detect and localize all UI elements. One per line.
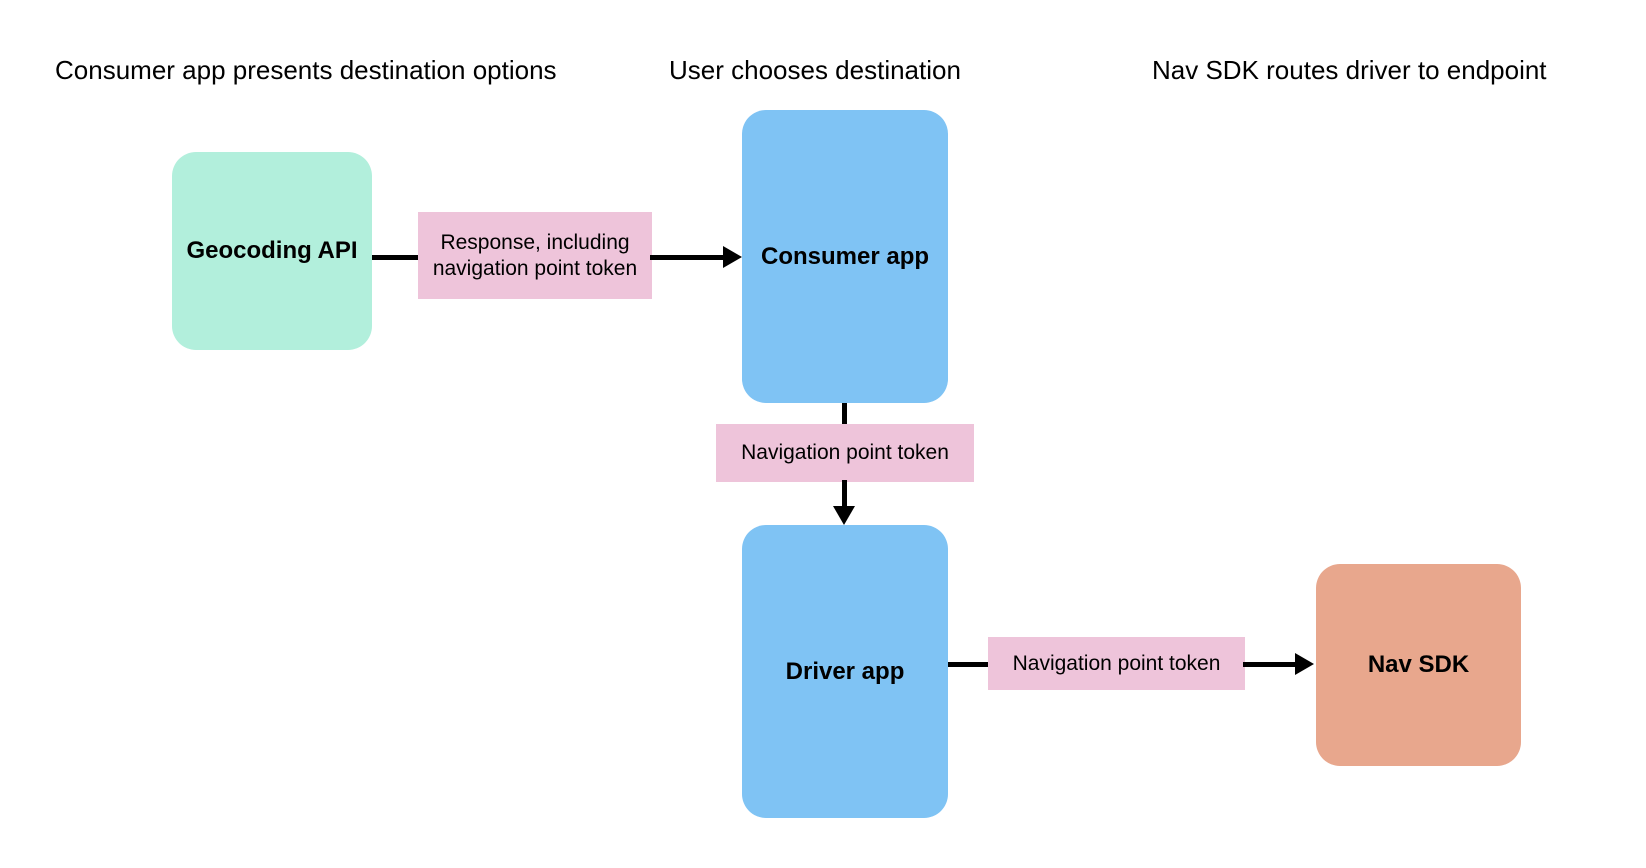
column-header-consumer-app-presents: Consumer app presents destination option…: [55, 55, 557, 85]
edge-label-response-including-navigation-point-token: Response, including navigation point tok…: [418, 212, 652, 299]
edge-label-response-text: Response, including navigation point tok…: [432, 230, 638, 280]
arrowhead-down-to-driver-app-icon: [833, 506, 855, 525]
column-header-user-chooses: User chooses destination: [669, 55, 961, 85]
connector-driver-to-label: [948, 662, 992, 667]
arrowhead-right-to-consumer-app-icon: [723, 246, 742, 268]
connector-label-to-driver: [842, 480, 847, 510]
node-geocoding-api[interactable]: Geocoding API: [172, 152, 372, 350]
connector-label-to-consumer: [650, 255, 725, 260]
node-nav-sdk[interactable]: Nav SDK: [1316, 564, 1521, 766]
connector-geocoding-to-label: [372, 255, 420, 260]
node-consumer-app[interactable]: Consumer app: [742, 110, 948, 403]
node-nav-sdk-label: Nav SDK: [1367, 651, 1470, 678]
node-geocoding-api-label: Geocoding API: [186, 237, 358, 264]
column-header-nav-sdk-routes: Nav SDK routes driver to endpoint: [1152, 55, 1547, 85]
edge-label-token-driver-navsdk-text: Navigation point token: [1012, 651, 1221, 675]
connector-label-to-navsdk: [1243, 662, 1297, 667]
edge-label-token-consumer-driver-text: Navigation point token: [741, 441, 949, 464]
arrowhead-right-to-nav-sdk-icon: [1295, 653, 1314, 675]
edge-label-navigation-point-token-consumer-driver: Navigation point token: [716, 424, 974, 482]
node-driver-app[interactable]: Driver app: [742, 525, 948, 818]
connector-consumer-to-label: [842, 403, 847, 428]
node-consumer-app-label: Consumer app: [760, 242, 930, 270]
edge-label-navigation-point-token-driver-navsdk: Navigation point token: [988, 637, 1245, 690]
node-driver-app-label: Driver app: [785, 657, 905, 685]
